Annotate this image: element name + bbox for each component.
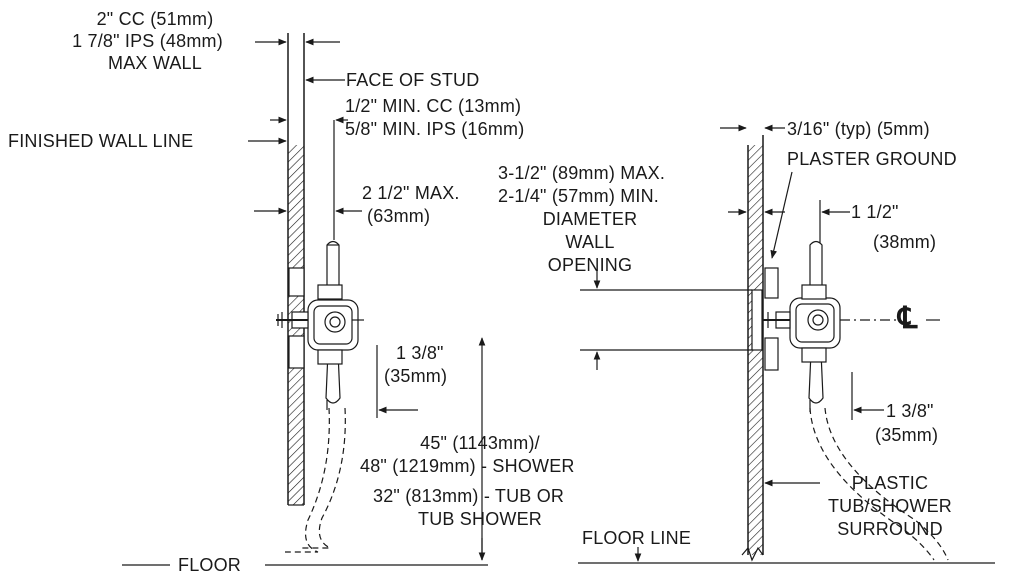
- diameter-label: DIAMETER: [542, 209, 638, 229]
- tub-shower-label: TUB SHOWER: [418, 509, 543, 529]
- plaster-ground-label: PLASTER GROUND: [787, 149, 957, 169]
- plastic-label: PLASTIC: [851, 473, 929, 493]
- left-min-dim: [270, 116, 348, 240]
- cc-max-label: 2" CC (51mm): [96, 9, 214, 29]
- right-valve: [751, 240, 841, 404]
- wall-opening-dim: [580, 270, 752, 370]
- d-1-3-8-left-label: 1 3/8": [396, 343, 444, 363]
- d-1-1-2-label: 1 1/2": [851, 202, 899, 222]
- right-floor-pipe: [809, 407, 949, 561]
- tub-shower-surround-label: TUB/SHOWER: [827, 496, 952, 516]
- d-1-3-8-right-mm-label: (35mm): [875, 425, 939, 445]
- max-wall-label: MAX WALL: [108, 53, 202, 73]
- d-1-1-2-mm-label: (38mm): [873, 232, 937, 252]
- opening-max-label: 3-1/2" (89mm) MAX.: [498, 163, 666, 183]
- opening-min-label: 2-1/4" (57mm) MIN.: [498, 186, 660, 206]
- tub-32-label: 32" (813mm) - TUB OR: [373, 486, 565, 506]
- min-cc-label: 1/2" MIN. CC (13mm): [345, 96, 522, 116]
- shower-45-label: 45" (1143mm)/: [420, 433, 540, 453]
- min-ips-label: 5/8" MIN. IPS (16mm): [345, 119, 525, 139]
- face-of-stud-label: FACE OF STUD: [346, 70, 480, 90]
- left-valve: [276, 240, 364, 404]
- right-1-1-2-dim: [819, 200, 850, 260]
- max-2-5-mm-label: (63mm): [367, 206, 431, 226]
- max-2-5-label: 2 1/2" MAX.: [362, 183, 460, 203]
- right-floor-line: [578, 547, 995, 564]
- floor-label: FLOOR: [178, 555, 242, 575]
- surround-label: SURROUND: [837, 519, 943, 539]
- finished-wall-line-label: FINISHED WALL LINE: [8, 131, 194, 151]
- ips-max-label: 1 7/8" IPS (48mm): [72, 31, 223, 51]
- right-1-3-8-dim: [809, 372, 884, 420]
- left-1-3-8-dim: [326, 345, 418, 418]
- left-floor-pipe: [285, 407, 346, 553]
- d-1-3-8-left-mm-label: (35mm): [384, 366, 448, 386]
- wall-label: WALL: [565, 232, 615, 252]
- centerline-symbol: ℄: [898, 302, 918, 335]
- opening-label: OPENING: [547, 255, 633, 275]
- floor-line-label: FLOOR LINE: [582, 528, 692, 548]
- shower-48-label: 48" (1219mm) - SHOWER: [360, 456, 575, 476]
- d-1-3-8-right-label: 1 3/8": [886, 401, 934, 421]
- typ-3-16-label: 3/16" (typ) (5mm): [787, 119, 930, 139]
- plaster-ground-leader: [770, 171, 793, 259]
